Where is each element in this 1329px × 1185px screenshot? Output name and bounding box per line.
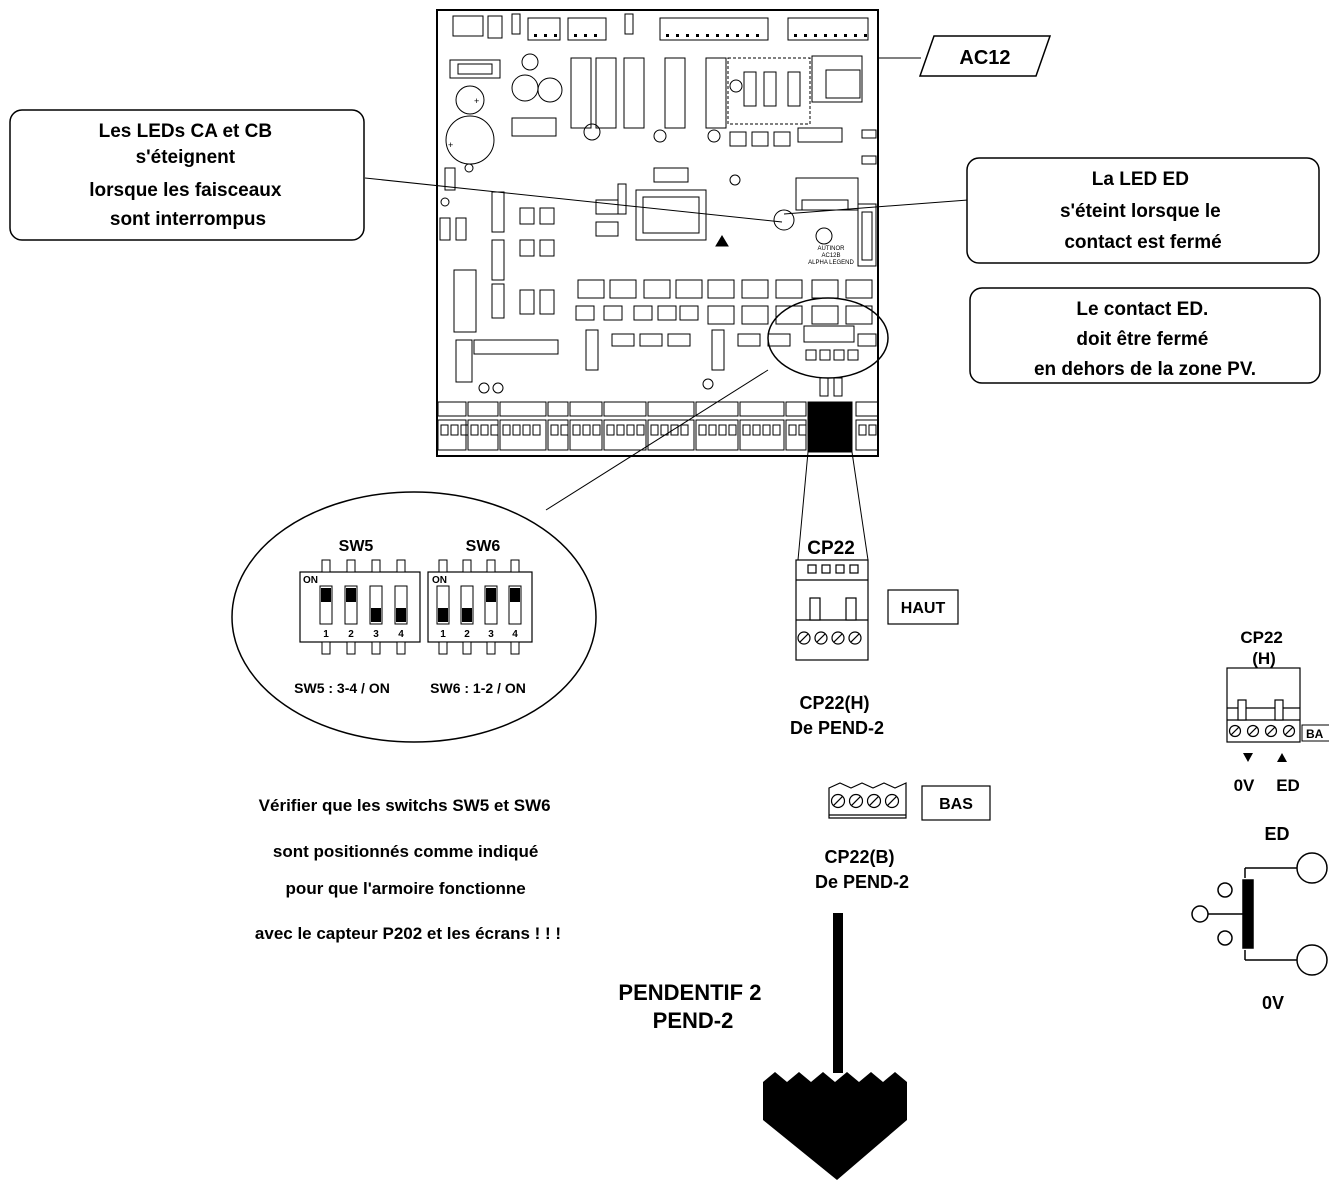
side-cp22-connector bbox=[1226, 667, 1301, 743]
leds-ca-cb-text: Les LEDs CA et CB s'éteignent lorsque le… bbox=[89, 121, 287, 230]
dip-position-label: 4 bbox=[512, 629, 518, 640]
ed-contact-0v: 0V bbox=[1262, 993, 1284, 1013]
dip-position-label: 1 bbox=[323, 629, 329, 640]
haut-box bbox=[887, 589, 959, 625]
side-ba-box bbox=[1301, 724, 1329, 742]
cp22-leader-left bbox=[797, 451, 809, 561]
ed-contact-title: ED bbox=[1264, 824, 1289, 844]
contact-ed-text: Le contact ED. doit être fermé en dehors… bbox=[1034, 299, 1256, 380]
bas-label: BAS bbox=[939, 796, 973, 813]
svg-text:+: + bbox=[474, 96, 479, 106]
zoom-ellipse-board bbox=[767, 297, 889, 379]
sw5-dip-switch: ON 1 2 3 4 bbox=[299, 559, 421, 655]
led-ed-text: La LED ED s'éteint lorsque le contact es… bbox=[1060, 169, 1226, 253]
contact-ed-callout bbox=[969, 287, 1321, 384]
cp22-leader-right bbox=[851, 451, 869, 561]
sw6-setting: SW6 : 1-2 / ON bbox=[430, 680, 526, 696]
cp22-title: CP22 bbox=[807, 538, 855, 559]
side-connector-title: CP22 (H) bbox=[1240, 628, 1287, 668]
sw6-dip-switch: ON 1 2 3 4 bbox=[427, 559, 533, 655]
sw5-setting: SW5 : 3-4 / ON bbox=[294, 680, 390, 696]
dip-position-label: 2 bbox=[348, 629, 354, 640]
svg-text:+: + bbox=[448, 140, 453, 150]
leds-ca-cb-callout bbox=[9, 109, 365, 241]
board-model: AC12B bbox=[821, 253, 840, 259]
cp22-connector-bas bbox=[828, 782, 907, 819]
cp22b-caption: CP22(B) De PEND-2 bbox=[815, 847, 909, 892]
sw5-title: SW5 bbox=[339, 538, 374, 555]
pendant-cable bbox=[833, 913, 843, 1073]
side-pin-ed: ED bbox=[1276, 776, 1300, 795]
pendant-label: PENDENTIF 2 PEND-2 bbox=[618, 980, 767, 1033]
sw6-title: SW6 bbox=[466, 538, 501, 555]
arrow-down-icon bbox=[1243, 753, 1253, 762]
ed-contact-symbol bbox=[1191, 852, 1328, 976]
zoom-leader bbox=[545, 369, 769, 511]
leds-ca-cb-leader bbox=[364, 177, 783, 223]
side-pin-0v: 0V bbox=[1234, 776, 1255, 795]
side-ba-label: BA bbox=[1306, 727, 1324, 741]
haut-label: HAUT bbox=[901, 600, 946, 617]
board-sub: ALPHA LEGEND bbox=[808, 260, 854, 266]
dip-position-label: 1 bbox=[440, 629, 446, 640]
led-ed-leader bbox=[783, 199, 969, 215]
board-brand: AUTINOR bbox=[818, 246, 846, 252]
ac12-label-box bbox=[918, 35, 1052, 77]
svg-text:ON: ON bbox=[432, 575, 447, 586]
dip-position-label: 3 bbox=[488, 629, 494, 640]
ac12-label: AC12 bbox=[959, 47, 1010, 69]
cp22h-caption: CP22(H) De PEND-2 bbox=[790, 693, 884, 738]
dip-position-label: 3 bbox=[373, 629, 379, 640]
bas-box bbox=[921, 785, 991, 821]
pendant-arrow-icon bbox=[763, 1072, 907, 1180]
arrow-up-icon bbox=[1277, 753, 1287, 762]
led-ed-callout bbox=[966, 157, 1320, 264]
switch-instructions: Vérifier que les switchs SW5 et SW6 sont… bbox=[255, 796, 561, 943]
dip-position-label: 4 bbox=[398, 629, 404, 640]
circuit-board: + + bbox=[436, 9, 879, 457]
svg-text:ON: ON bbox=[303, 575, 318, 586]
dip-position-label: 2 bbox=[464, 629, 470, 640]
cp22-connector-haut bbox=[795, 559, 869, 661]
